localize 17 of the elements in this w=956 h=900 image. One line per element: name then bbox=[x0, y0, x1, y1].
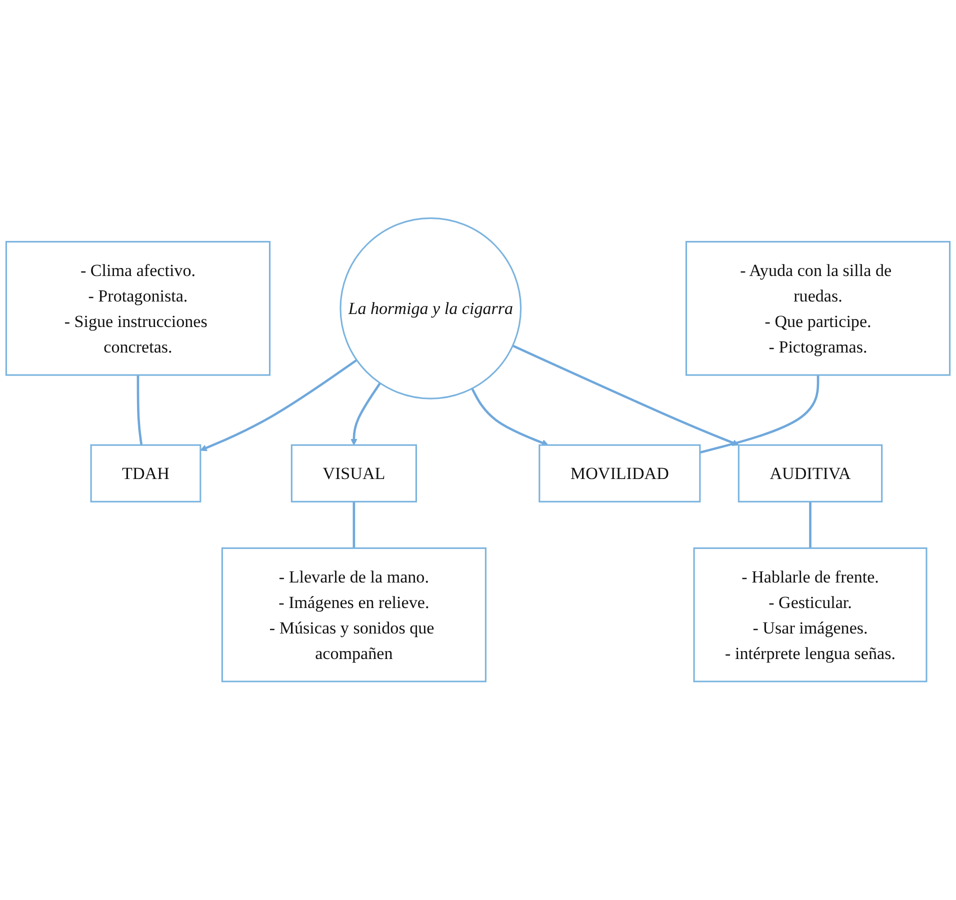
node-box: VISUAL bbox=[290, 444, 417, 503]
node-box: TDAH bbox=[90, 444, 202, 503]
connector bbox=[352, 502, 356, 548]
node-box: - Llevarle de la mano. - Imágenes en relieve. - Músicas y sonidos que acompañen bbox=[221, 548, 486, 682]
node-box: - Hablarle de frente. - Gesticular. - Usar imágenes. - intérprete lengua señas. bbox=[693, 548, 928, 682]
node-circle: La hormiga y la cigarra bbox=[340, 218, 522, 400]
node-box: - Clima afectivo. - Protagonista. - Sigue instrucciones concretas. bbox=[5, 241, 271, 376]
connector bbox=[136, 375, 143, 446]
node-box: MOVILIDAD bbox=[538, 444, 701, 503]
arrow bbox=[512, 344, 740, 446]
arrow bbox=[350, 382, 382, 446]
arrow bbox=[471, 388, 548, 446]
connector bbox=[700, 375, 820, 454]
node-box: - Ayuda con la silla de ruedas. - Que participe. - Pictogramas. bbox=[685, 241, 951, 376]
connector bbox=[809, 502, 812, 548]
arrow bbox=[200, 359, 358, 452]
node-box: AUDITIVA bbox=[738, 444, 883, 503]
